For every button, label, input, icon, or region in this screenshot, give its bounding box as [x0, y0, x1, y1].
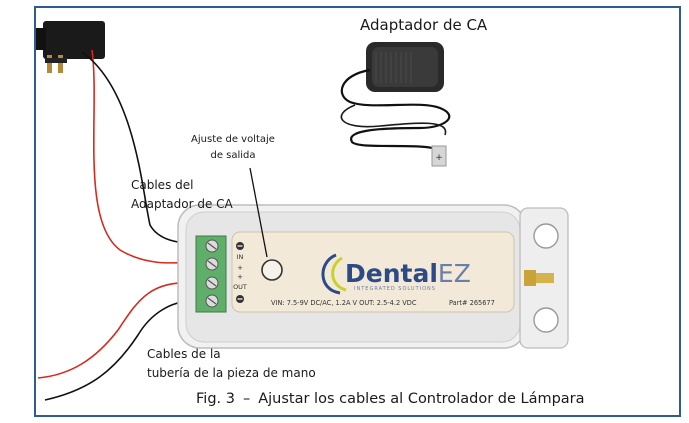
wall-plug: [36, 21, 105, 73]
brand-tagline: INTEGRATED SOLUTIONS: [354, 286, 436, 292]
figure-caption: Fig. 3–Ajustar los cables al Controlador…: [196, 391, 585, 407]
lamp-controller: IN + + OUT DentalEZ INTEGRATED SOLUTIONS…: [177, 167, 569, 349]
handpiece-cables-line1: Cables de la: [147, 347, 221, 361]
handpiece-cables-line2: tubería de la pieza de mano: [147, 366, 316, 380]
terminal-in-label: IN: [237, 253, 244, 261]
voltage-adjust-label: Ajuste de voltaje de salida: [178, 132, 288, 164]
ac-black-wire: [81, 51, 197, 245]
part-number: Part# 265677: [449, 299, 495, 307]
handpiece-red-wire: [37, 281, 197, 379]
adapter-plug-sign: +: [435, 153, 443, 163]
ac-cables-label: Cables del Adaptador de CA: [131, 176, 233, 214]
terminal-plus-1: +: [237, 264, 243, 272]
voltage-adjust-line2: de salida: [210, 150, 256, 161]
terminal-out-label: OUT: [233, 283, 247, 291]
spec-text: VIN: 7.5-9V DC/AC, 1.2A V OUT: 2.5-4.2 V…: [271, 299, 417, 307]
ac-red-wire: [91, 49, 197, 264]
handpiece-black-wire: [44, 300, 197, 401]
caption-dash: –: [242, 391, 251, 407]
caption-fig: Fig. 3: [196, 391, 235, 407]
handpiece-cables-label: Cables de la tubería de la pieza de mano: [147, 345, 316, 383]
voltage-adjust-line1: Ajuste de voltaje: [191, 134, 275, 145]
ac-cables-line1: Cables del: [131, 178, 194, 192]
brand-main: Dental: [345, 259, 438, 288]
ac-adapter-image: +: [340, 42, 451, 167]
brand-suffix: EZ: [438, 259, 471, 288]
adapter-title: Adaptador de CA: [360, 16, 488, 34]
caption-text: Ajustar los cables al Controlador de Lám…: [258, 391, 585, 407]
voltage-adjust-knob: [261, 259, 283, 281]
ac-cables-line2: Adaptador de CA: [131, 197, 233, 211]
svg-text:DentalEZ: DentalEZ: [345, 259, 471, 288]
terminal-plus-2: +: [237, 273, 243, 281]
